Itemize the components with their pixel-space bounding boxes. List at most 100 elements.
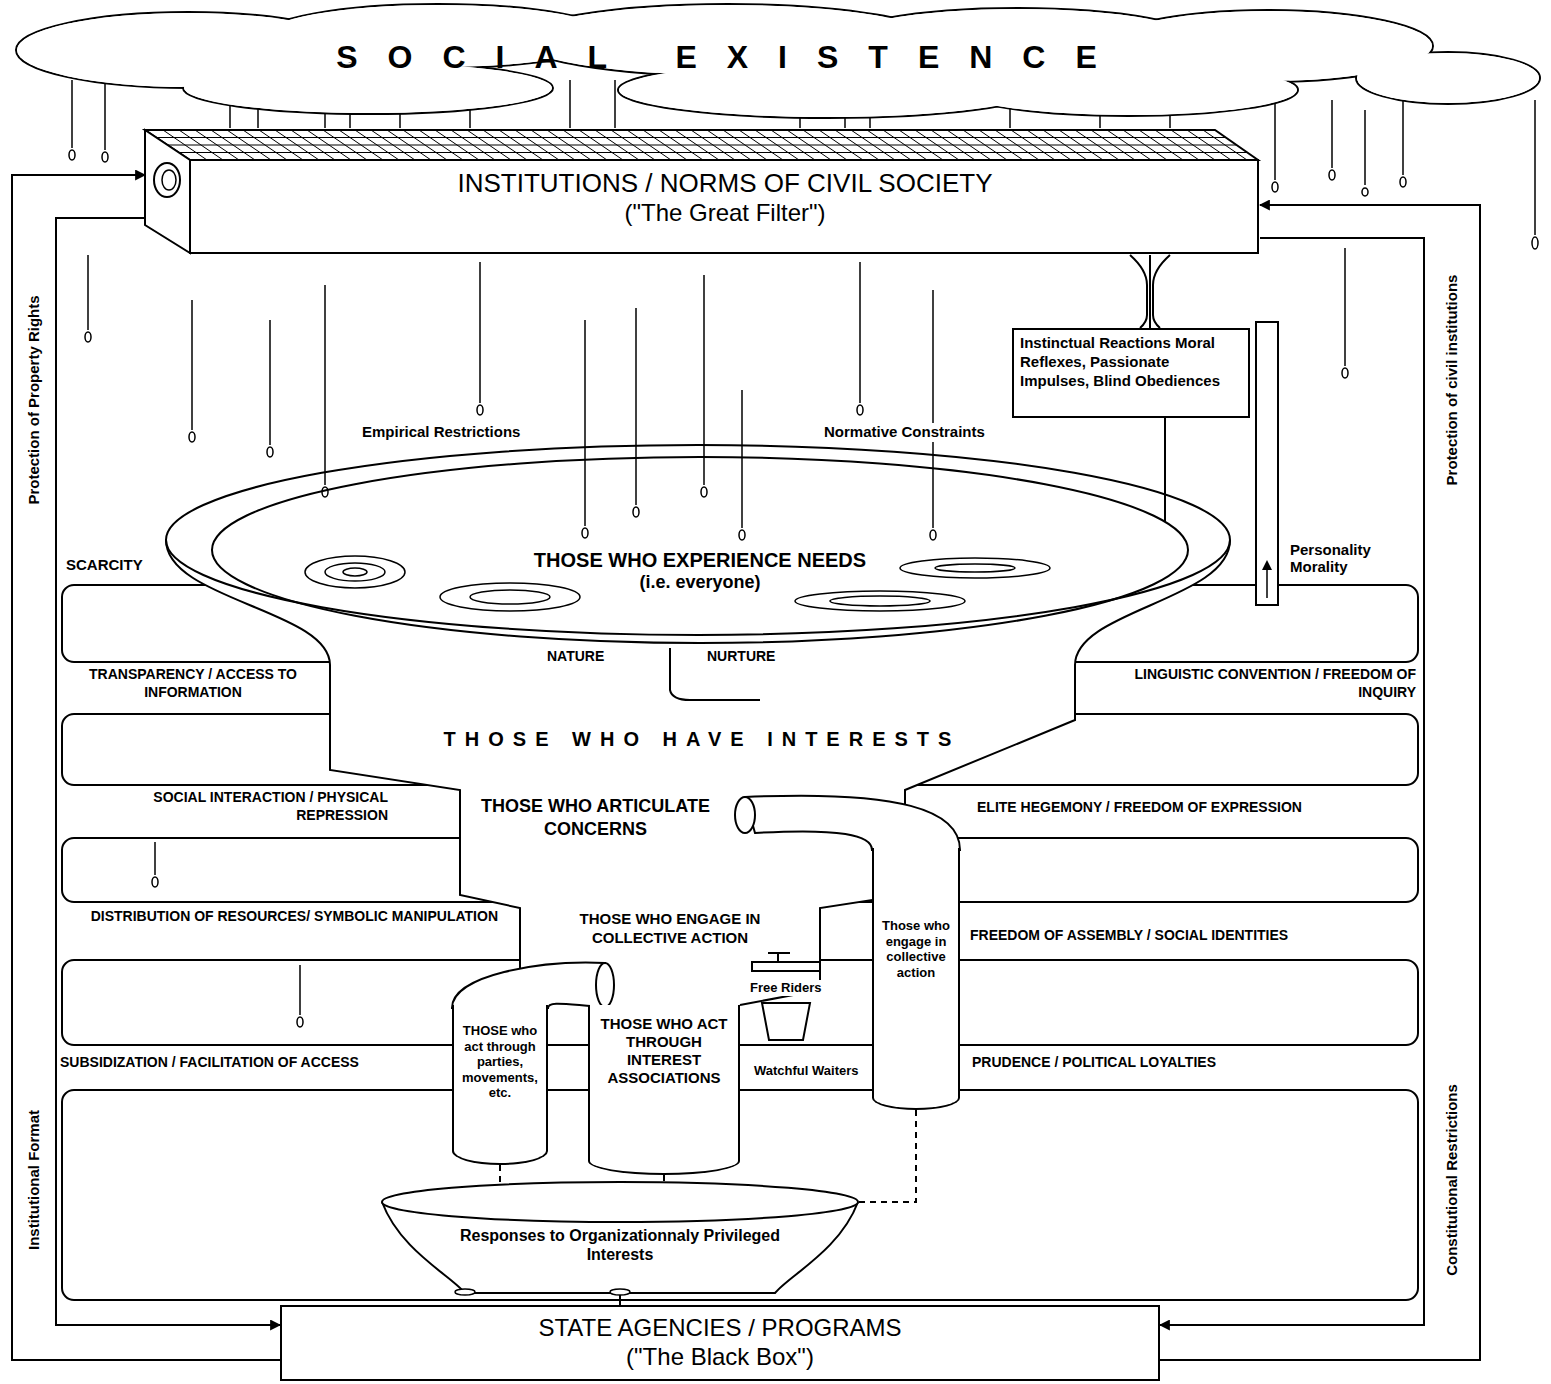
diagram-label: Empirical Restrictions [360, 423, 522, 442]
rain-line [741, 390, 743, 528]
diagram-label: PRUDENCE / POLITICAL LOYALTIES [970, 1054, 1218, 1072]
node-text: INSTITUTIONS / NORMS OF CIVIL SOCIETY [190, 168, 1260, 199]
grid-line [156, 137, 1226, 138]
rain [69, 80, 1538, 1027]
rain-line [932, 290, 934, 528]
collector-spout [455, 1289, 475, 1295]
ripple [470, 590, 550, 604]
collective-pipe: Those who engage in collective action [872, 848, 960, 1110]
loop-label: Protection of civil institutions [1443, 272, 1461, 489]
rain-drop [582, 528, 588, 538]
rain-line [324, 285, 326, 485]
party-tube [452, 963, 605, 1008]
rain-line [269, 320, 271, 445]
flow-connector [663, 1175, 665, 1182]
diagram-label: ELITE HEGEMONY / FREEDOM OF EXPRESSION [975, 799, 1304, 817]
box-top-face [145, 130, 1258, 160]
tube-mouth [735, 797, 755, 833]
rain-line [569, 80, 571, 128]
morality-tube [1256, 322, 1278, 605]
ripple [830, 596, 930, 606]
loop-label: Protection of Property Rights [25, 292, 43, 507]
faucet-handle [768, 952, 790, 954]
great-filter-box: INSTITUTIONS / NORMS OF CIVIL SOCIETY("T… [145, 130, 1260, 255]
cloud-fill [1357, 53, 1539, 103]
node-text: THOSE WHO EXPERIENCE NEEDS [534, 548, 866, 572]
flow-connector [12, 175, 280, 1360]
cloud-shape: SOCIAL EXISTENCE [8, 0, 1545, 128]
rain-line [1274, 100, 1276, 180]
ripple [343, 568, 367, 576]
diagram-label: Normative Constraints [822, 423, 987, 442]
faucet-handle [777, 953, 779, 962]
node-text: Those who engage in collective action [877, 918, 955, 980]
diagram-label: TRANSPARENCY / ACCESS TO INFORMATION [62, 666, 324, 701]
rain-line [584, 320, 586, 526]
rain-drop [1329, 170, 1335, 180]
band [62, 1090, 1418, 1300]
rain-line [479, 262, 481, 403]
node-text: SOCIAL EXISTENCE [336, 38, 1127, 76]
rain-drop [930, 530, 936, 540]
rain-drop [1272, 182, 1278, 192]
node-text: Instinctual Reactions Moral Reflexes, Pa… [1020, 334, 1242, 390]
flow-connector [619, 1295, 621, 1305]
rain-line [1344, 248, 1346, 366]
diagram-label: THOSE WHO ARTICULATE CONCERNS [468, 795, 723, 840]
pipe-inlet [154, 163, 180, 197]
tube-mouth [596, 963, 614, 1007]
rain-drop [267, 447, 273, 457]
node-text: THOSE who act through parties, movements… [457, 1023, 543, 1101]
box-end-face [145, 130, 190, 253]
diagram-label: Watchful Waiters [752, 1063, 861, 1079]
node-text: THOSE WHO ACT THROUGH INTEREST ASSOCIATI… [594, 1015, 734, 1087]
rain-drop [1342, 368, 1348, 378]
ripple [325, 563, 385, 581]
rain-drop [701, 487, 707, 497]
rain-line [191, 300, 193, 430]
rain-line [1364, 110, 1366, 185]
black-box: STATE AGENCIES / PROGRAMS("The Black Box… [280, 1305, 1160, 1381]
rain-line [71, 80, 73, 148]
rain-drop [1400, 177, 1406, 187]
rain-drop [189, 432, 195, 442]
diagram-label: DISTRIBUTION OF RESOURCES/ SYMBOLIC MANI… [60, 908, 500, 926]
articulation-tube [745, 796, 960, 850]
rain-drop [633, 507, 639, 517]
flow-connector [499, 1165, 501, 1185]
morality-arrowhead [1262, 560, 1272, 570]
loop-label: Institutional Format [25, 1107, 43, 1253]
diagram-label: NURTURE [705, 648, 777, 666]
rain-line [87, 255, 89, 330]
diagram-label: NATURE [545, 648, 606, 666]
rain-line [1534, 100, 1536, 235]
collector-rim [382, 1182, 858, 1222]
rain-drop [69, 150, 75, 160]
ripple [440, 583, 580, 611]
rain-drop [1362, 188, 1368, 196]
rain-drop [297, 1017, 303, 1027]
rain-line [859, 262, 861, 403]
loop-label: Constitutional Restrictions [1443, 1081, 1461, 1279]
rain-drop [739, 530, 745, 540]
diagram-label: Free Riders [748, 980, 824, 996]
rain-line [299, 965, 301, 1015]
rain-drop [102, 152, 108, 162]
rain-drop [322, 487, 328, 497]
rain-line [703, 275, 705, 485]
rain-line [635, 308, 637, 505]
needs-bowl: THOSE WHO EXPERIENCE NEEDS(i.e. everyone… [210, 455, 1190, 645]
node-text: ("The Black Box") [626, 1343, 814, 1372]
node-text: (i.e. everyone) [639, 572, 760, 594]
association-pipe: THOSE WHO ACT THROUGH INTEREST ASSOCIATI… [588, 1005, 740, 1175]
response-bowl: Responses to Organizationnaly Privileged… [380, 1180, 860, 1295]
ripple [305, 556, 405, 588]
collector-spout [610, 1289, 630, 1295]
rain-line [1331, 100, 1333, 168]
rain-line [154, 842, 156, 875]
diagram-label: THOSE WHO ENGAGE IN COLLECTIVE ACTION [550, 910, 790, 948]
grid-line [179, 152, 1248, 153]
filter-spout [1130, 255, 1170, 328]
grid-line [168, 145, 1237, 146]
